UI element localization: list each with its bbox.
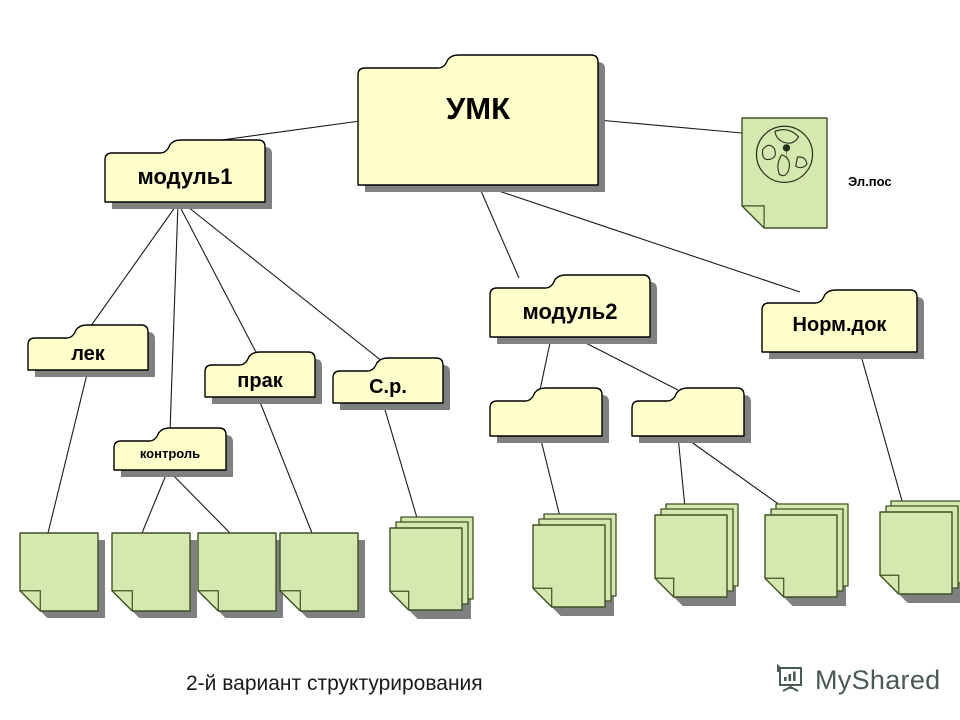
globe-doc-glyph [741, 117, 828, 229]
folder-glyph [357, 54, 605, 192]
stack-glyph [532, 513, 617, 616]
myshared-watermark: MyShared [775, 662, 940, 699]
node-modul2[interactable]: модуль2 [489, 274, 657, 344]
folder-glyph [332, 357, 450, 410]
folder-glyph [113, 427, 233, 477]
node-s4[interactable] [764, 503, 849, 606]
node-kontrol[interactable]: контроль [113, 427, 233, 477]
node-s3[interactable] [654, 503, 739, 606]
node-s1[interactable] [389, 516, 474, 619]
edge-modul1-to-prak [177, 202, 259, 357]
stack-glyph [764, 503, 849, 606]
node-d1[interactable] [19, 532, 105, 618]
folder-glyph [27, 324, 155, 377]
folder-glyph [761, 289, 924, 359]
stack-glyph [389, 516, 474, 619]
node-lek[interactable]: лек [27, 324, 155, 377]
node-prak[interactable]: прак [204, 351, 322, 404]
edge-lek-to-d1 [47, 369, 89, 534]
doc-glyph [111, 532, 197, 618]
presentation-board-icon [775, 662, 807, 699]
folder-glyph [104, 139, 272, 209]
elpos-label: Эл.пос [848, 174, 892, 189]
watermark-text: MyShared [815, 665, 941, 695]
node-normdok[interactable]: Норм.док [761, 289, 924, 359]
edge-modul1-to-lek [87, 202, 179, 331]
edge-sr-to-s1 [382, 402, 421, 529]
node-d4[interactable] [279, 532, 365, 618]
doc-glyph [197, 532, 283, 618]
folder-glyph [631, 387, 751, 443]
stack-glyph [654, 503, 739, 606]
edge-normdok-to-s5 [859, 351, 907, 516]
edge-umk-to-elpos [597, 119, 743, 134]
edge-prak-to-d4 [257, 396, 313, 534]
globe-icon [755, 125, 814, 183]
node-umk[interactable]: УМК [357, 54, 605, 192]
edge-modul1-to-sr [182, 202, 384, 363]
node-m2sub1[interactable] [489, 387, 609, 443]
node-s2[interactable] [532, 513, 617, 616]
node-d2[interactable] [111, 532, 197, 618]
doc-glyph [19, 532, 105, 618]
node-elpos[interactable] [741, 117, 828, 229]
node-modul1[interactable]: модуль1 [104, 139, 272, 209]
diagram-caption: 2-й вариант структурирования [186, 672, 483, 695]
node-m2sub2[interactable] [631, 387, 751, 443]
folder-glyph [489, 387, 609, 443]
doc-glyph [279, 532, 365, 618]
edge-modul1-to-kontrol [169, 202, 179, 433]
node-sr[interactable]: С.р. [332, 357, 450, 410]
node-s5[interactable] [879, 500, 960, 603]
folder-glyph [204, 351, 322, 404]
node-d3[interactable] [197, 532, 283, 618]
folder-glyph [489, 274, 657, 344]
stack-glyph [879, 500, 960, 603]
